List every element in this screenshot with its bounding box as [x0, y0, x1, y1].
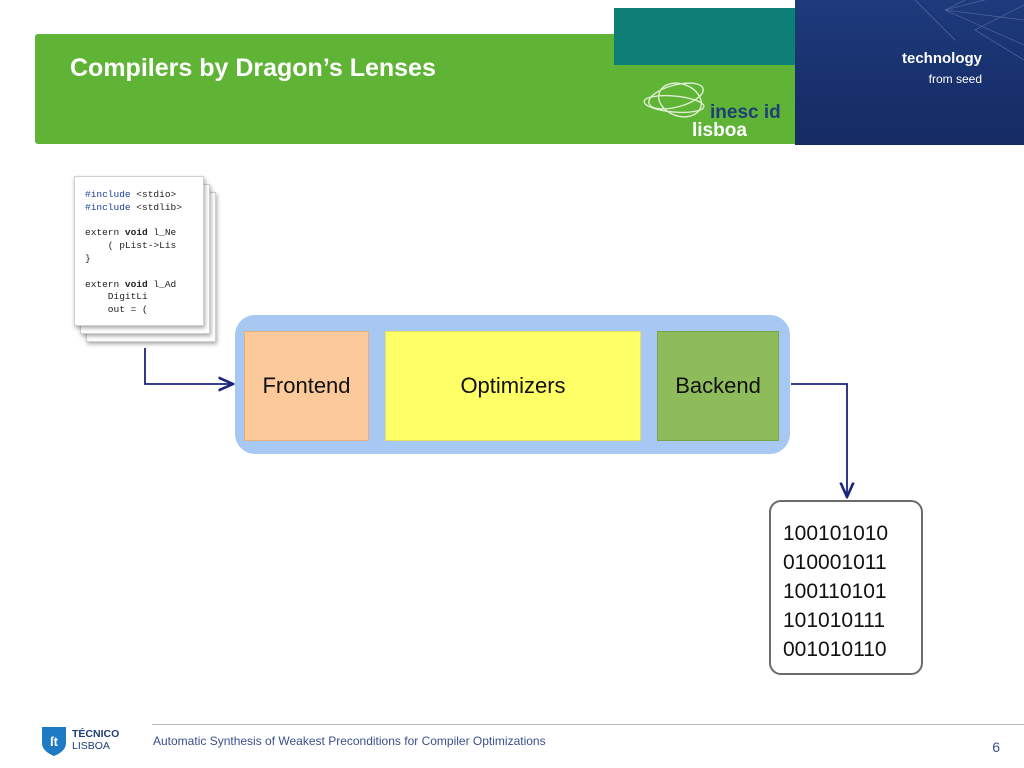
tecnico-shield-icon: ſt [42, 727, 66, 756]
inesc-logo-text-bottom: lisboa [692, 120, 747, 141]
tecnico-city: LISBOA [72, 740, 110, 752]
arrow-backend-to-binary [791, 383, 847, 497]
logo-panel [614, 65, 795, 144]
page-number: 6 [992, 739, 1000, 755]
inesc-id-logo: inesc id lisboa [643, 82, 781, 141]
optimizers-stage: Optimizers [385, 331, 641, 441]
tagline-main: technology [901, 50, 982, 67]
backend-stage: Backend [657, 331, 779, 441]
teal-band [614, 8, 795, 65]
binary-output: 100101010 010001011 100110101 101010111 … [769, 500, 923, 675]
slide-title: Compilers by Dragon’s Lenses [70, 54, 436, 82]
frontend-stage: Frontend [244, 331, 369, 441]
footer-divider [152, 724, 1024, 725]
footer-text: Automatic Synthesis of Weakest Precondit… [153, 734, 546, 748]
binary-line: 010001011 [783, 551, 887, 574]
document-page-front: #include <stdio> #include <stdlib> exter… [74, 176, 204, 326]
binary-line: 100101010 [783, 522, 889, 545]
binary-line: 101010111 [783, 609, 885, 632]
binary-line: 100110101 [783, 580, 887, 603]
inesc-logo-text-top: inesc id [710, 102, 781, 123]
binary-line: 001010110 [783, 638, 887, 661]
branding-panel: technology from seed [795, 0, 1024, 145]
dandelion-decoration [914, 0, 1024, 61]
source-code-document: #include <stdio> #include <stdlib> exter… [72, 172, 222, 350]
svg-text:ſt: ſt [50, 734, 59, 749]
arrow-source-to-frontend [144, 348, 233, 384]
tagline-sub: from seed [928, 72, 982, 86]
tecnico-name: TÉCNICO [72, 728, 120, 740]
source-code: #include <stdio> #include <stdlib> exter… [85, 189, 182, 316]
